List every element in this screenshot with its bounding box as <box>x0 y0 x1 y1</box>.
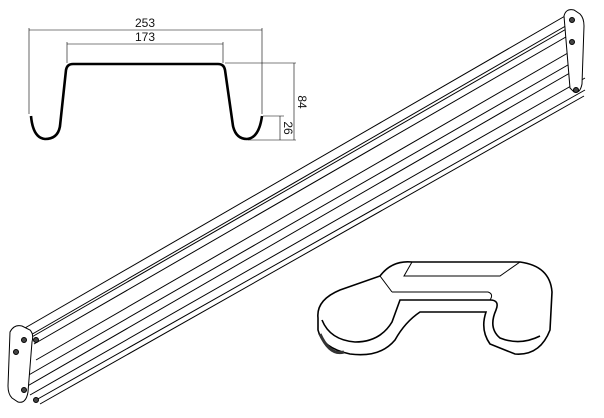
dimension-top-width: 173 <box>135 30 155 44</box>
rail-isometric <box>7 9 586 405</box>
dimension-height: 84 <box>295 95 309 109</box>
dimension-hook-depth: 26 <box>281 121 295 135</box>
dimension-lines <box>28 28 296 141</box>
profile-cross-section <box>29 62 264 141</box>
dimension-overall-width: 253 <box>135 16 155 30</box>
bracket-isometric <box>317 260 553 356</box>
